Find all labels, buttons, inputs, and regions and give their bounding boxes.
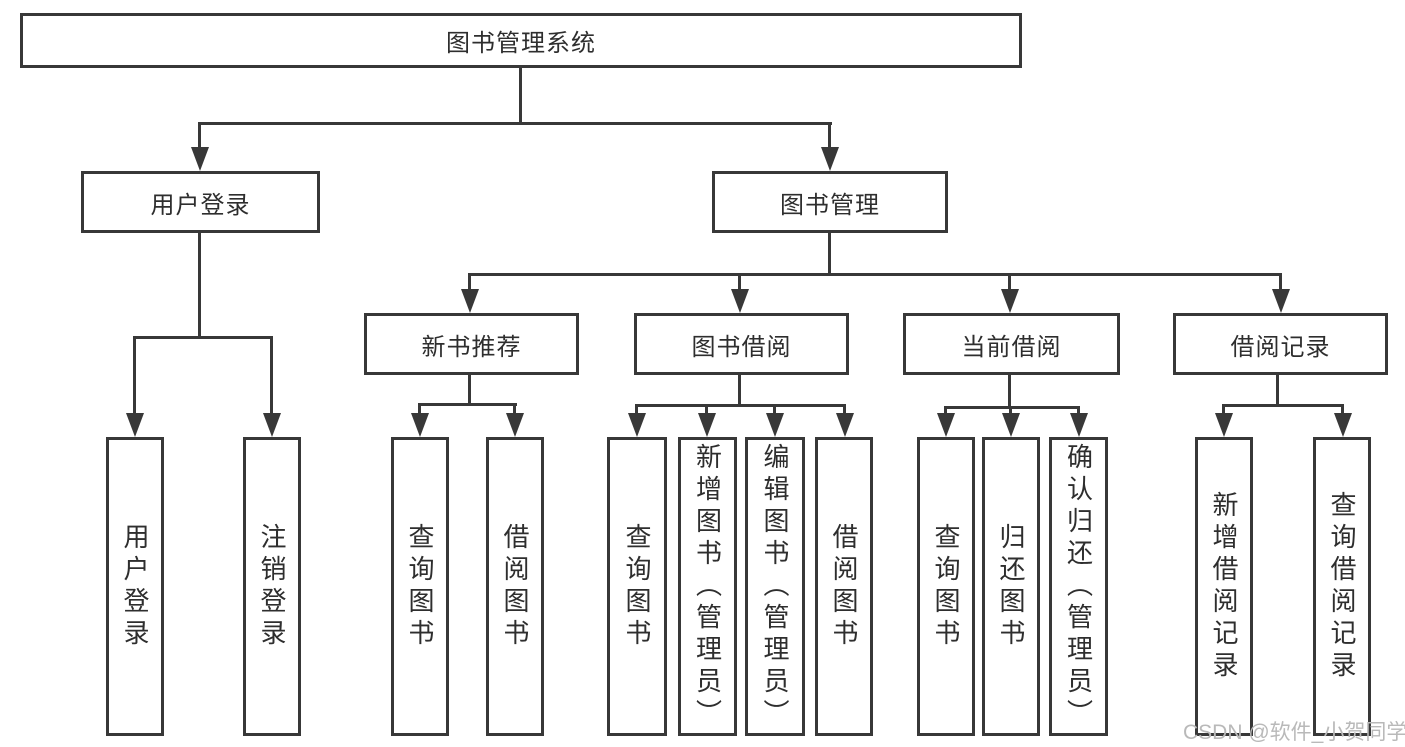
arrow-down-icon [411,413,429,437]
arrow-down-icon [937,413,955,437]
arrow-down-icon [126,413,144,437]
csdn-watermark: CSDN @软件_小贺同学 [1183,721,1405,744]
leaf-borrow-books: 借阅图书 [486,437,544,736]
node-borrowing-records: 借阅记录 [1173,313,1388,375]
connector-line [738,273,741,291]
connector-line [418,403,517,406]
arrow-down-icon [1001,289,1019,313]
arrow-down-icon [1002,413,1020,437]
arrow-down-icon [628,413,646,437]
arrow-down-icon [698,413,716,437]
node-book-borrowing: 图书借阅 [634,313,849,375]
node-current-borrowing: 当前借阅 [903,313,1120,375]
connector-line [1276,375,1279,406]
arrow-down-icon [191,147,209,171]
arrow-down-icon [1334,413,1352,437]
connector-line [738,375,741,406]
arrow-down-icon [731,289,749,313]
leaf-query-books: 查询图书 [391,437,449,736]
arrow-down-icon [766,413,784,437]
connector-line [1222,404,1225,416]
node-label: 图书借阅 [691,333,792,361]
connector-line [468,273,1282,276]
connector-line [519,68,522,124]
connector-line [1341,404,1344,416]
arrow-down-icon [836,413,854,437]
connector-line [133,336,273,339]
connector-line [828,122,831,149]
node-label: 归还图书 [996,522,1026,651]
connector-line [1009,406,1012,416]
node-label: 图书管理系统 [446,30,596,57]
connector-line [843,404,846,416]
connector-line [828,233,831,275]
arrow-down-icon [1215,413,1233,437]
leaf-return-books: 归还图书 [982,437,1040,736]
connector-line [1222,404,1344,407]
connector-line [513,403,516,416]
connector-line [773,404,776,416]
leaf-add-book-admin: 新增图书（管理员） [678,437,737,736]
leaf-logout: 注销登录 [243,437,301,736]
arrow-down-icon [461,289,479,313]
node-new-book-recommend: 新书推荐 [364,313,579,375]
connector-line [468,273,471,291]
node-label: 查询图书 [931,522,961,651]
connector-line [468,375,471,405]
node-label: 新增图书（管理员） [692,442,723,731]
leaf-borrow-books: 借阅图书 [815,437,873,736]
connector-line [418,403,421,416]
connector-line [1077,406,1080,416]
connector-line [1279,273,1282,291]
connector-line [270,336,273,416]
node-label: 借阅图书 [829,522,859,651]
leaf-edit-book-admin: 编辑图书（管理员） [745,437,805,736]
node-label: 用户登录 [150,191,251,219]
leaf-user-login: 用户登录 [106,437,164,736]
connector-line [133,336,136,416]
node-label: 查询借阅记录 [1327,490,1357,683]
node-user-login: 用户登录 [81,171,320,233]
node-label: 当前借阅 [961,333,1062,361]
connector-line [635,404,846,407]
connector-line [1008,273,1011,291]
node-label: 图书管理 [780,191,880,219]
connector-line [705,404,708,416]
node-book-management: 图书管理 [712,171,948,233]
leaf-query-books: 查询图书 [917,437,975,736]
connector-line [1008,375,1011,408]
node-label: 新增借阅记录 [1209,490,1239,683]
node-label: 注销登录 [257,522,287,651]
leaf-query-books: 查询图书 [607,437,667,736]
connector-line [944,406,1080,409]
node-root-system: 图书管理系统 [20,13,1022,68]
node-label: 查询图书 [405,522,435,651]
connector-line [635,404,638,416]
leaf-query-borrow-record: 查询借阅记录 [1313,437,1371,736]
arrow-down-icon [1070,413,1088,437]
node-label: 编辑图书（管理员） [760,442,790,731]
node-label: 查询图书 [622,522,652,651]
node-label: 新书推荐 [421,333,522,361]
arrow-down-icon [1272,289,1290,313]
connector-line [198,122,201,149]
arrow-down-icon [506,413,524,437]
leaf-confirm-return-admin: 确认归还（管理员） [1049,437,1108,736]
node-label: 确认归还（管理员） [1063,442,1094,731]
connector-line [944,406,947,416]
arrow-down-icon [263,413,281,437]
connector-line [198,122,832,125]
leaf-add-borrow-record: 新增借阅记录 [1195,437,1253,736]
node-label: 借阅记录 [1230,333,1331,361]
node-label: 用户登录 [120,522,150,651]
arrow-down-icon [821,147,839,171]
node-label: 借阅图书 [500,522,530,651]
connector-line [198,233,201,338]
